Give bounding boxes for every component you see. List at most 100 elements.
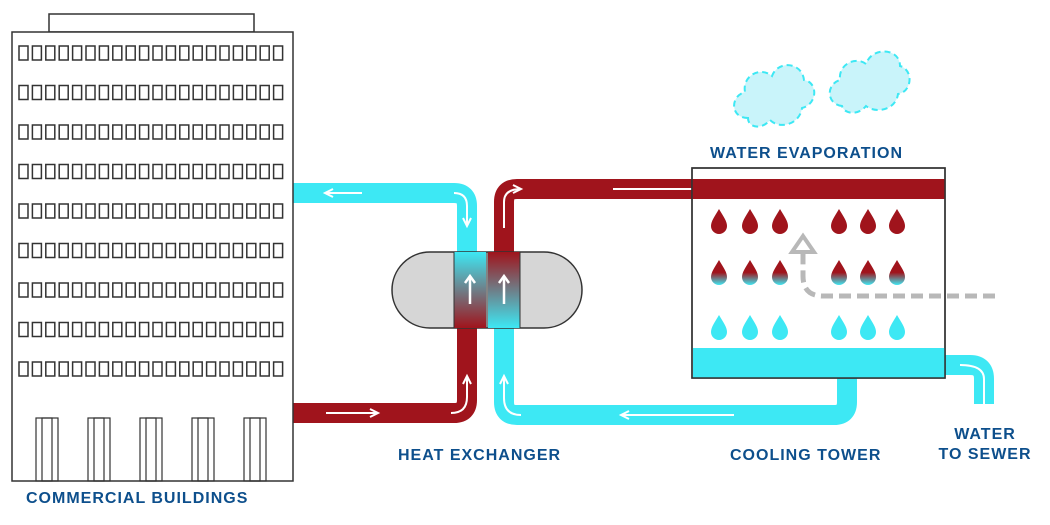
building-window bbox=[246, 282, 257, 298]
building-window bbox=[98, 242, 110, 259]
building-window bbox=[138, 361, 150, 377]
building-window bbox=[219, 84, 230, 101]
building-window bbox=[85, 163, 96, 180]
building-window bbox=[246, 203, 257, 219]
building-window bbox=[272, 203, 284, 219]
building-window bbox=[98, 84, 110, 101]
building-window bbox=[18, 282, 29, 298]
building-window bbox=[31, 124, 43, 140]
building-window bbox=[98, 361, 110, 377]
building-window bbox=[85, 203, 96, 219]
building-window bbox=[85, 282, 96, 298]
building-window bbox=[112, 45, 123, 61]
building-windows bbox=[18, 45, 284, 377]
cold-supply-pipe bbox=[293, 183, 477, 252]
building-window bbox=[219, 282, 230, 298]
building-window bbox=[71, 124, 83, 140]
evaporation-cloud-icon bbox=[828, 50, 911, 114]
building-window bbox=[179, 203, 190, 219]
building-window bbox=[165, 84, 177, 101]
building-window bbox=[232, 203, 244, 219]
building-window bbox=[85, 321, 96, 338]
building-window bbox=[85, 361, 96, 377]
building-window bbox=[219, 361, 230, 377]
building-window bbox=[98, 203, 110, 219]
building-window bbox=[192, 321, 203, 338]
building-window bbox=[192, 45, 203, 61]
building-window bbox=[205, 361, 217, 377]
building-window bbox=[112, 282, 123, 298]
flow-arrow-icon bbox=[618, 410, 734, 420]
building-window bbox=[272, 282, 284, 298]
building-window bbox=[125, 124, 136, 140]
tower-hot-header bbox=[692, 179, 945, 199]
building-window bbox=[45, 282, 56, 298]
building-window bbox=[98, 282, 110, 298]
building-window bbox=[272, 321, 284, 338]
building-window bbox=[18, 163, 29, 180]
building-window bbox=[152, 84, 163, 101]
cooling-tower bbox=[691, 167, 995, 379]
building-window bbox=[259, 45, 270, 61]
building-window bbox=[205, 242, 217, 259]
building-window bbox=[58, 163, 69, 180]
building-window bbox=[71, 242, 83, 259]
building-window bbox=[272, 361, 284, 377]
building-window bbox=[45, 321, 56, 338]
flow-arrow-icon bbox=[453, 192, 472, 229]
building-window bbox=[179, 321, 190, 338]
building-window bbox=[125, 361, 136, 377]
building-window bbox=[31, 203, 43, 219]
building-window bbox=[152, 361, 163, 377]
sewer-drain-pipe bbox=[945, 355, 994, 404]
building-window bbox=[98, 124, 110, 140]
building-window bbox=[98, 321, 110, 338]
building-window bbox=[71, 321, 83, 338]
building-window bbox=[192, 361, 203, 377]
building-window bbox=[232, 84, 244, 101]
building-window bbox=[192, 124, 203, 140]
building-window bbox=[205, 163, 217, 180]
building-window bbox=[259, 163, 270, 180]
air-arrowhead-icon bbox=[788, 232, 818, 254]
building-window bbox=[31, 84, 43, 101]
building-window bbox=[246, 321, 257, 338]
building-window bbox=[58, 84, 69, 101]
building-window bbox=[272, 45, 284, 61]
flow-arrow-icon bbox=[499, 373, 522, 416]
building-window bbox=[31, 45, 43, 61]
building-window bbox=[259, 124, 270, 140]
building-window bbox=[272, 84, 284, 101]
building-doors bbox=[35, 417, 267, 482]
building-window bbox=[219, 45, 230, 61]
building-window bbox=[31, 321, 43, 338]
building-window bbox=[71, 45, 83, 61]
building-window bbox=[232, 282, 244, 298]
building-window bbox=[125, 84, 136, 101]
building-window bbox=[246, 361, 257, 377]
building-window bbox=[125, 45, 136, 61]
building-window bbox=[165, 361, 177, 377]
building-window bbox=[125, 282, 136, 298]
evaporation-label: WATER EVAPORATION bbox=[710, 145, 903, 162]
building-window bbox=[179, 84, 190, 101]
building-window bbox=[71, 84, 83, 101]
building-window bbox=[58, 45, 69, 61]
building-window bbox=[138, 282, 150, 298]
building-window bbox=[125, 321, 136, 338]
flow-arrow-icon bbox=[450, 373, 472, 414]
building-window bbox=[246, 242, 257, 259]
building-window bbox=[58, 203, 69, 219]
building-window bbox=[85, 84, 96, 101]
building-window bbox=[192, 203, 203, 219]
building-window bbox=[138, 321, 150, 338]
building-window bbox=[152, 203, 163, 219]
building-window bbox=[205, 321, 217, 338]
building-window bbox=[18, 361, 29, 377]
building-window bbox=[112, 321, 123, 338]
building-window bbox=[259, 361, 270, 377]
building-window bbox=[152, 45, 163, 61]
building-window bbox=[192, 163, 203, 180]
building-window bbox=[272, 124, 284, 140]
building-window bbox=[112, 203, 123, 219]
